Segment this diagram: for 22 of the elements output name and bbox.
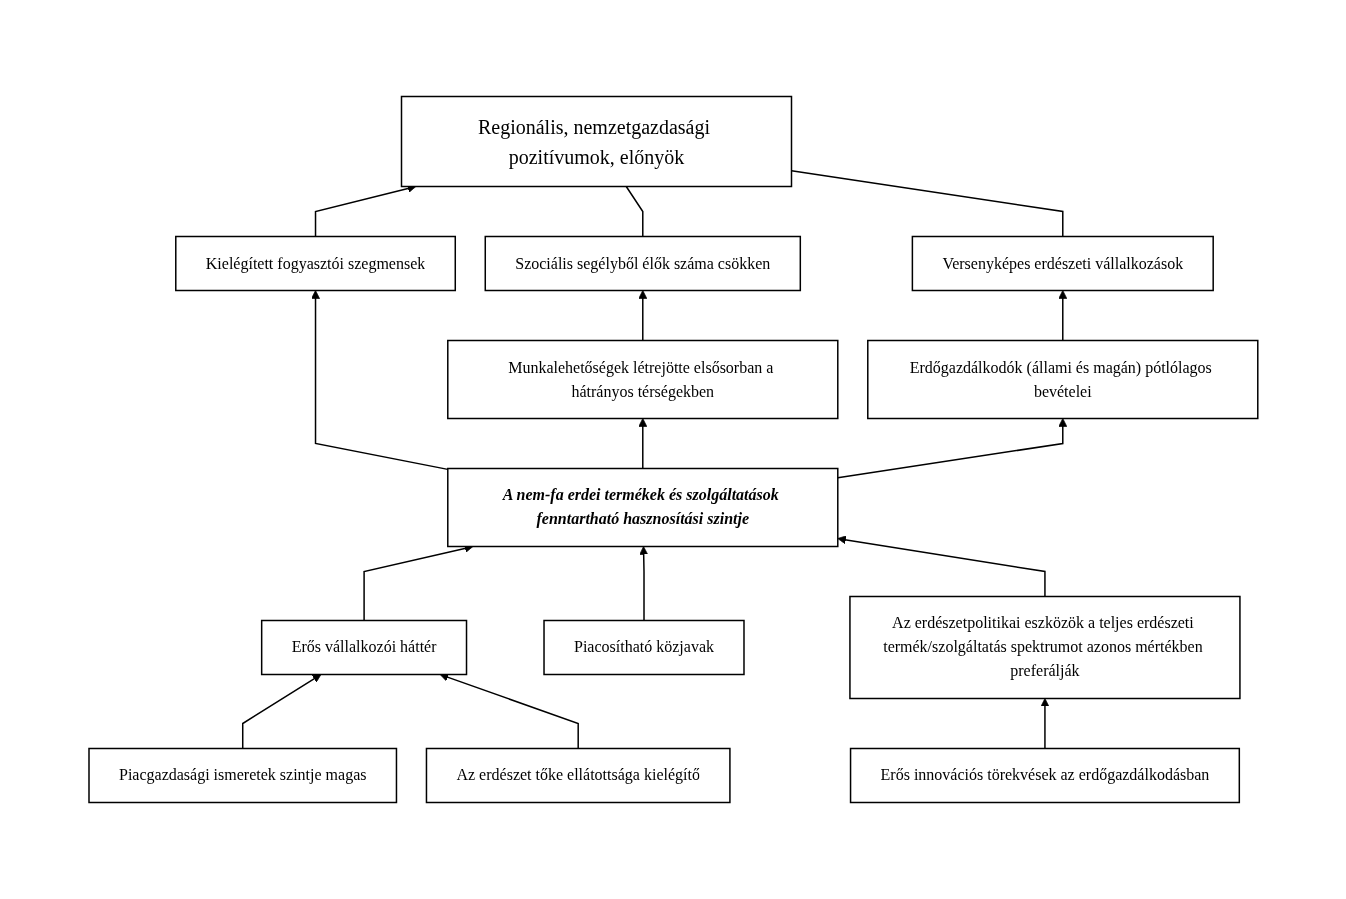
arrow <box>638 546 648 622</box>
node-box: Erdőgazdálkodók (állami és magán) pótlólagos bevételei <box>866 339 1259 420</box>
node-box: Szociális segélyből élők száma csökken <box>484 235 801 292</box>
node-box: Regionális, nemzetgazdasági pozitívumok, előnyök <box>400 95 792 188</box>
node-box: A nem-fa erdei termékek és szolgáltatások fenntartható hasznosítási szintje <box>446 467 839 548</box>
node-box: Az erdészetpolitikai eszközök a teljes erdészeti termék/szolgáltatás spektrumot azonos mértékben preferálják <box>848 595 1241 700</box>
node-box: Versenyképes erdészeti vállalkozások <box>911 235 1214 292</box>
connector <box>625 185 644 238</box>
arrow <box>638 290 647 342</box>
arrow <box>1040 698 1049 750</box>
node-box: Piacgazdasági ismeretek szintje magas <box>87 747 397 804</box>
arrow <box>241 674 321 750</box>
node-box: Erős vállalkozói háttér <box>260 619 467 676</box>
node-box: Erős innovációs törekvések az erdőgazdálkodásban <box>849 747 1240 804</box>
node-box: Munkalehetőségek létrejötte elsősorban a hátrányos térségekben <box>446 339 839 420</box>
node-box: Piacosítható közjavak <box>542 619 745 676</box>
arrow <box>837 535 1046 598</box>
node-box: Az erdészet tőke ellátottsága kielégítő <box>425 747 731 804</box>
arrow <box>1058 290 1067 342</box>
arrow <box>638 418 647 470</box>
node-box: Kielégített fogyasztói szegmensek <box>174 235 456 292</box>
arrow <box>439 673 579 750</box>
